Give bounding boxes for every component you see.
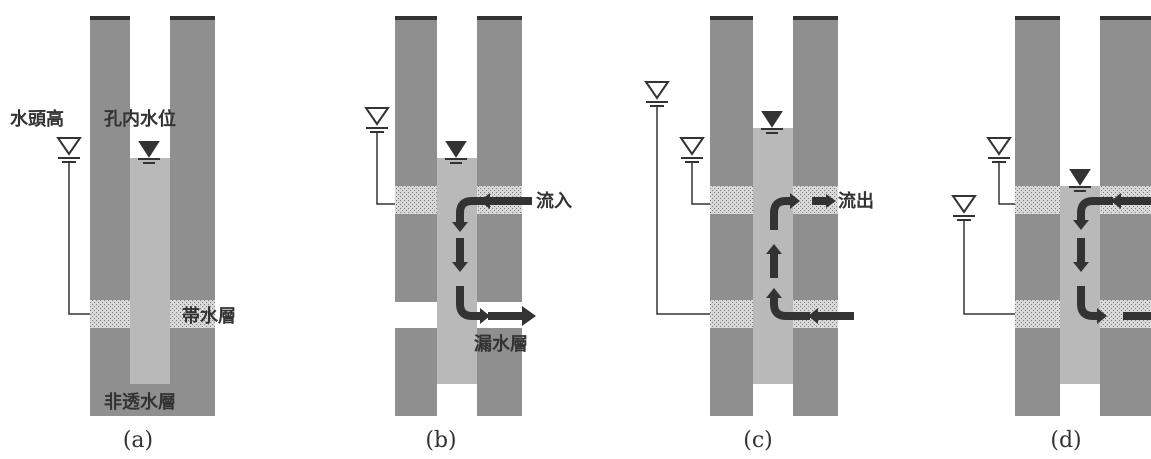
aquifer-band-left [90,300,130,328]
aquifer-band-left [1015,186,1060,214]
panel-a: 水頭高 孔内水位 帯水層 非透水層 (a) [0,0,280,459]
ground-left-middle [1015,214,1060,300]
flow-arrow-icon [456,197,532,320]
borehole-diagram-d [951,16,1151,416]
aquifer-band-left-lower [1015,300,1060,328]
ground-right-upper [170,18,215,300]
ground-left-middle [395,214,437,302]
ground-left-upper [90,18,130,300]
aquifer-band-left-lower [710,300,753,328]
piezometer-line-deep [963,220,1015,315]
ground-left-lower [1015,328,1060,416]
water-level-triangle-icon [445,141,467,164]
water-level-triangle-icon [1069,169,1091,192]
panel-b: 流入 漏水層 (b) [300,0,580,459]
ground-left-upper [1015,18,1060,186]
aquifer-band-right [170,300,215,328]
ground-right-lower [793,328,838,416]
ground-right-upper [477,18,522,186]
borehole-diagram-c [644,16,854,416]
ground-right-upper [1100,18,1151,186]
ground-right-middle [793,214,838,300]
cap-left [710,16,753,20]
ground-right-lower [1100,328,1151,416]
ground-left-upper [710,18,753,186]
flow-arrow-icon [1077,197,1151,320]
cap-right [793,16,838,20]
borehole-diagram-a [56,16,215,416]
ground-right-upper [793,18,838,186]
water-level-triangle-icon [364,107,390,133]
cap-right [477,16,522,20]
flow-arrow-icon [766,193,836,324]
flow-arrow-icon [452,193,536,326]
label-borehole-level: 孔内水位 [104,109,176,130]
label-head: 水頭高 [10,109,64,130]
caption-d: (d) [1050,428,1082,453]
borehole-diagram-b [364,16,536,416]
panel-d: (d) [915,0,1151,459]
aquifer-band-left [395,186,437,214]
cap-left [395,16,437,20]
panel-c: 流出 (c) [610,0,890,459]
water-level-triangle-icon [138,141,160,164]
flow-arrow-icon [1073,193,1121,324]
aquifer-band-left [710,186,753,214]
label-aquifer: 帯水層 [182,306,236,327]
label-outflow: 流出 [838,191,874,212]
cap-left [90,16,130,20]
label-leaky-layer: 漏水層 [474,334,528,355]
cap-right [1100,16,1151,20]
water-level-triangle-icon [761,111,783,134]
piezometer-line-shallow [998,162,1015,205]
cap-left [1015,16,1060,20]
ground-right-middle [477,214,522,302]
piezometer-line [68,162,90,315]
ground-left-middle [710,214,753,300]
ground-right-middle [1100,214,1151,300]
borehole-water-column [130,158,170,384]
ground-left-lower [710,328,753,416]
piezometer-line-deep [656,106,710,315]
ground-left-upper [395,18,437,186]
ground-right-lower [477,328,522,416]
water-level-triangle-icon [679,137,705,163]
label-inflow: 流入 [536,191,572,212]
water-level-triangle-icon [986,137,1012,163]
piezometer-line-shallow [691,162,710,205]
flow-arrow-icon [770,197,854,320]
cap-right [170,16,215,20]
caption-c: (c) [743,428,773,453]
water-level-triangle-icon [644,81,670,107]
piezometer-line [376,132,395,205]
water-level-triangle-icon [56,137,82,163]
caption-b: (b) [425,428,457,453]
ground-bottom [90,384,215,416]
borehole-water-column [437,158,477,384]
ground-left-lower [395,328,437,416]
water-level-triangle-icon [951,195,977,221]
label-impermeable: 非透水層 [104,392,176,413]
caption-a: (a) [122,428,154,453]
